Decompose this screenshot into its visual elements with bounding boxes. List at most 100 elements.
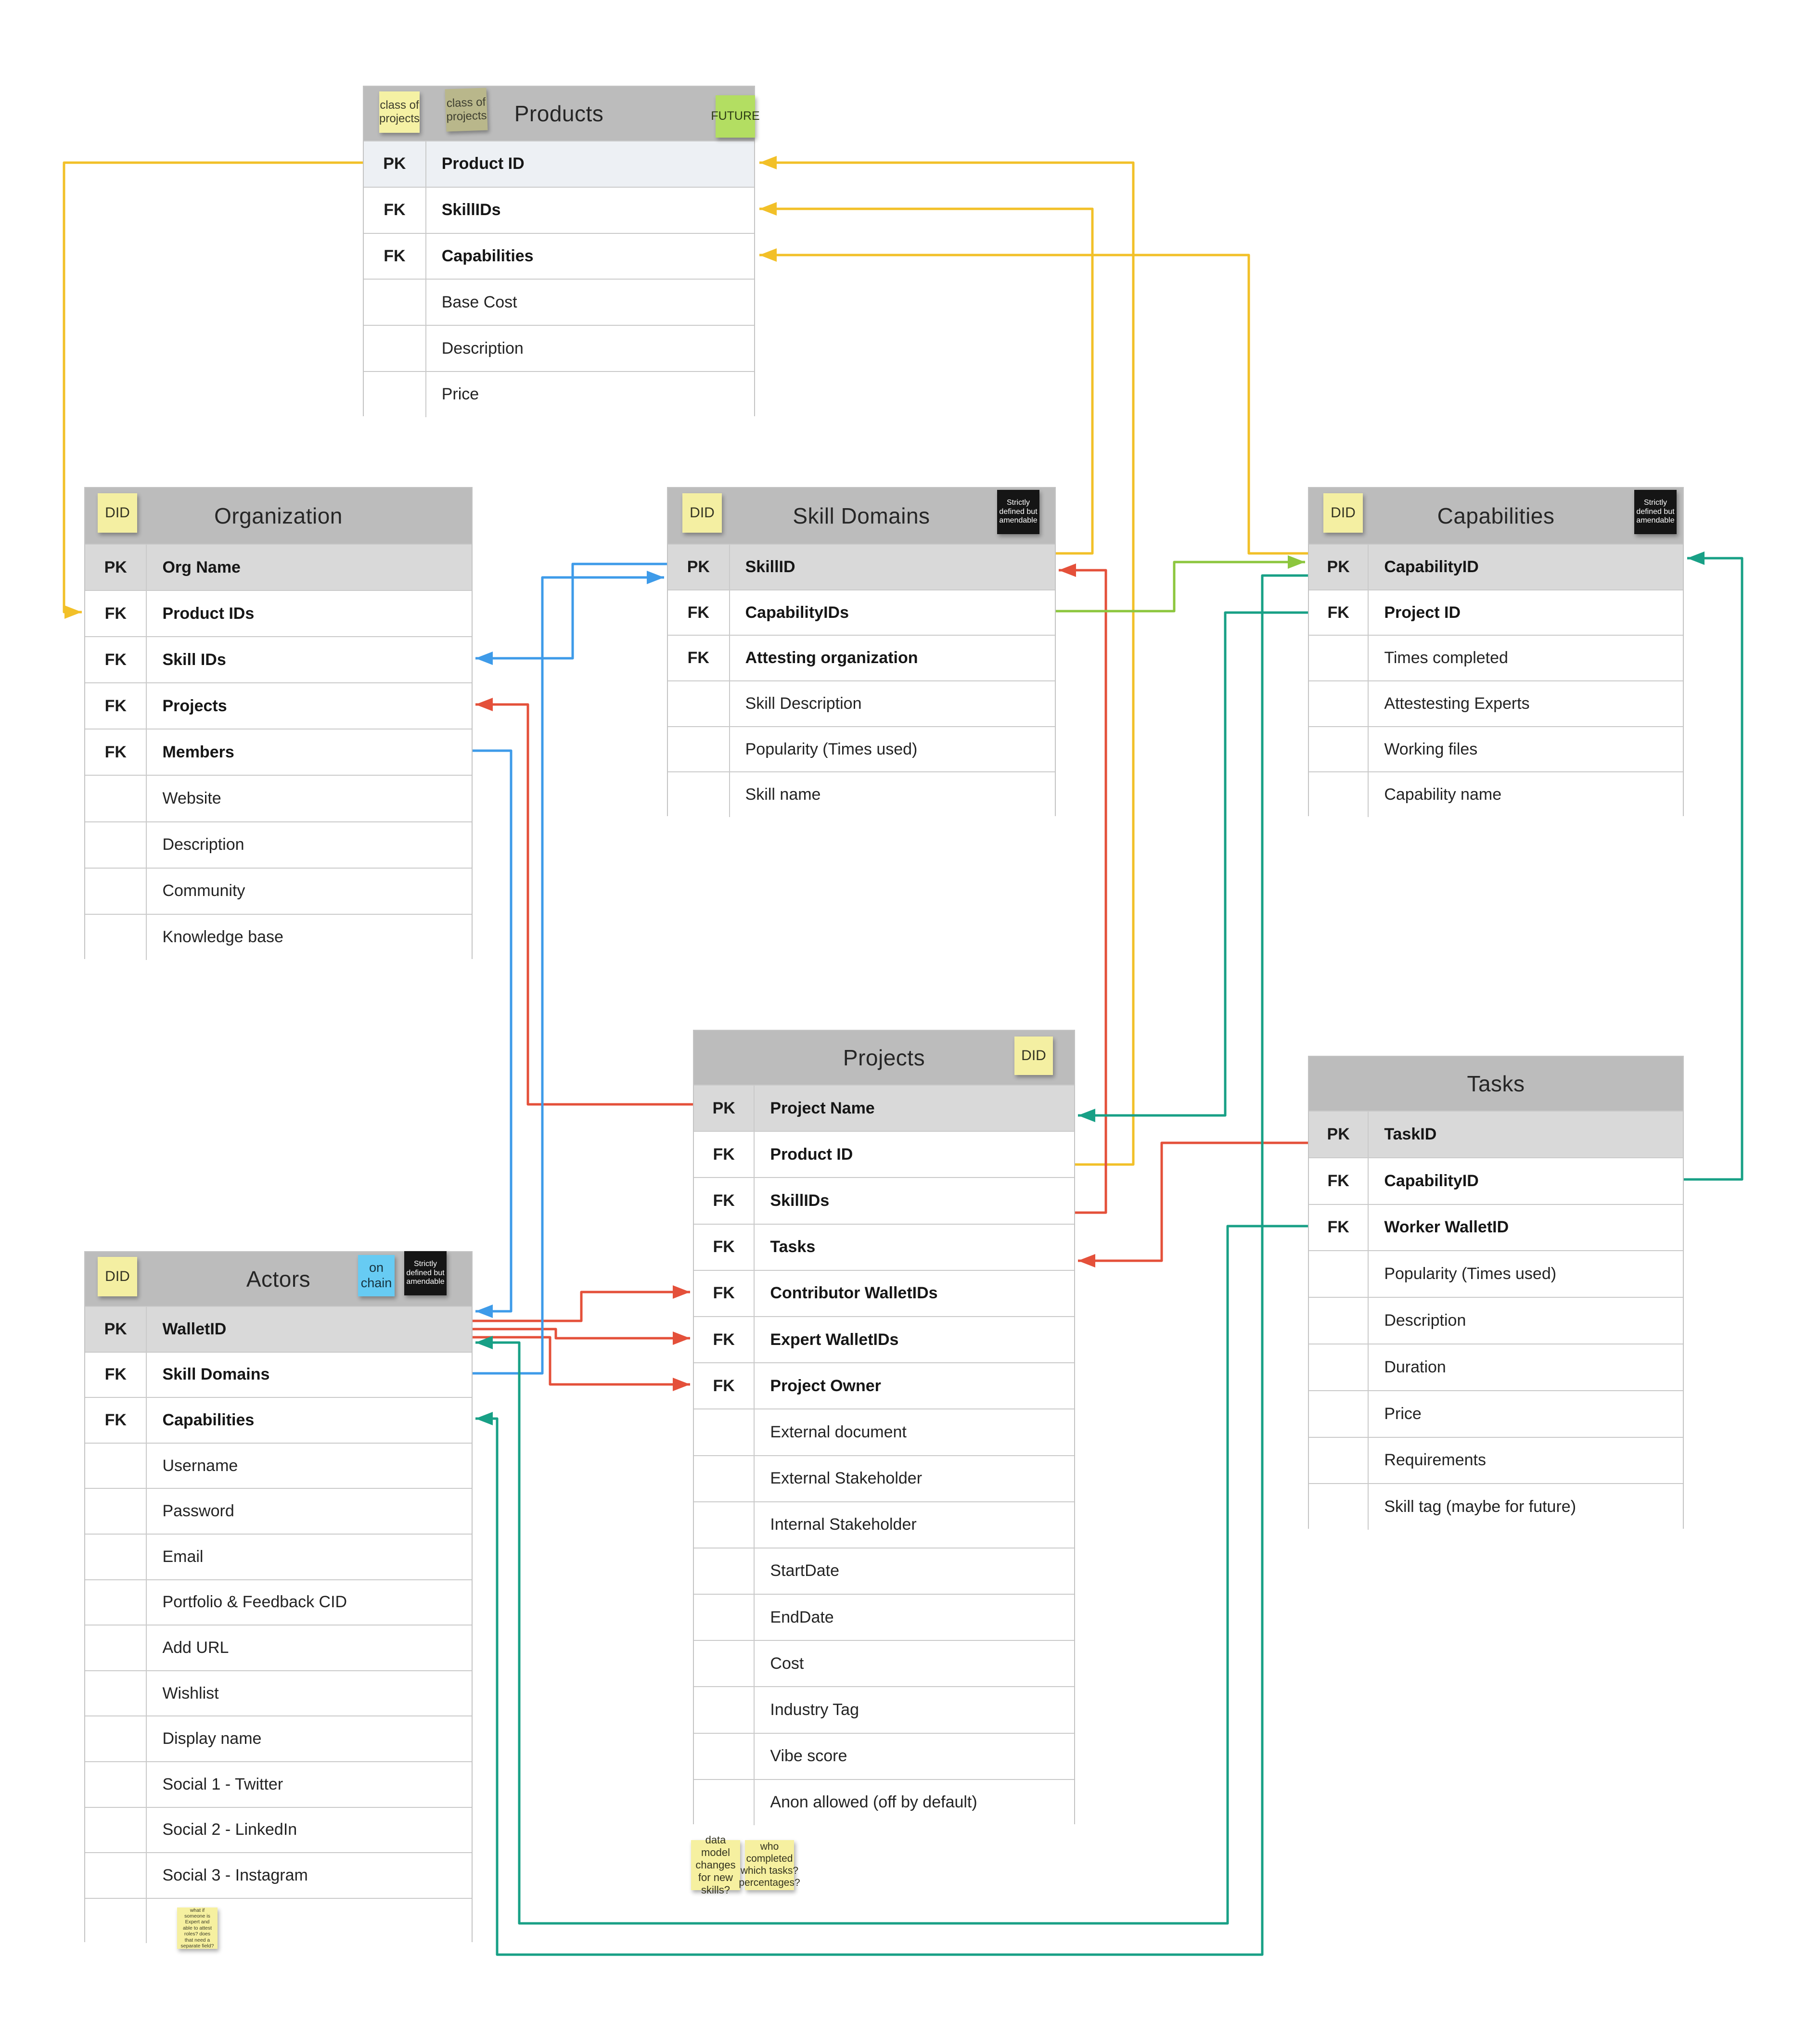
field-label: Password — [162, 1502, 234, 1521]
table-row-actors-6: Portfolio & Feedback CID — [85, 1579, 472, 1625]
field-label: Skill Domains — [162, 1365, 270, 1384]
connector-arrowhead — [64, 605, 82, 619]
key-cell — [85, 1898, 147, 1944]
connector-line-tasks-taskid-to-projects-tasks — [1078, 1141, 1308, 1262]
sticky-note-skill-domains-strictly[interactable]: Strictly defined but amendable — [997, 490, 1039, 534]
key-cell — [694, 1779, 755, 1825]
key-cell — [668, 772, 730, 818]
sticky-note-products-class-of-projects-2[interactable]: class of projects — [445, 88, 488, 132]
key-cell — [364, 280, 426, 325]
key-cell — [85, 868, 147, 914]
sticky-note-actors-strictly[interactable]: Strictly defined but amendable — [404, 1251, 447, 1295]
connector-line-actors-skilldomains-to-skilldomains-skillid — [473, 576, 664, 1375]
sticky-note-products-class-of-projects-1[interactable]: class of projects — [379, 91, 420, 133]
key-cell: PK — [668, 545, 730, 589]
sticky-note-actors-on-chain[interactable]: on chain — [358, 1255, 395, 1296]
field-label: Project Name — [770, 1099, 875, 1117]
key-cell — [85, 914, 147, 960]
key-cell — [1309, 1298, 1369, 1344]
field-label: Website — [162, 789, 221, 808]
connector-line-actors-walletid-to-projects-contributorwalletids — [473, 1291, 690, 1322]
sticky-note-products-future[interactable]: FUTURE — [711, 95, 760, 138]
field-label: CapabilityID — [1384, 557, 1479, 576]
field-label: Popularity (Times used) — [745, 740, 918, 758]
field-label: Requirements — [1384, 1451, 1486, 1470]
table-row-projects-14: Vibe score — [694, 1732, 1074, 1779]
field-label: Product ID — [770, 1145, 853, 1164]
table-row-projects-12: Cost — [694, 1640, 1074, 1687]
field-label: Add URL — [162, 1638, 229, 1657]
key-cell: FK — [1309, 590, 1369, 635]
connector-arrowhead — [475, 1412, 493, 1425]
sticky-note-actors-expert-question[interactable]: what if someone is Expert and able to at… — [177, 1907, 218, 1949]
sticky-note-organization-did[interactable]: DID — [98, 493, 137, 533]
key-cell — [668, 727, 730, 772]
key-cell: PK — [85, 545, 147, 590]
sticky-note-skill-domains-did[interactable]: DID — [682, 493, 722, 533]
key-cell: FK — [1309, 1204, 1369, 1251]
table-title: Tasks — [1467, 1071, 1525, 1096]
sticky-note-projects-did[interactable]: DID — [1014, 1037, 1053, 1075]
table-title: Projects — [843, 1045, 925, 1070]
key-cell: FK — [85, 637, 147, 683]
connector-arrowhead — [647, 571, 664, 584]
field-label: CapabilityID — [1384, 1171, 1479, 1190]
table-header: Tasks — [1309, 1057, 1683, 1111]
table-row-products-5: Price — [364, 371, 754, 417]
field-label: Duration — [1384, 1357, 1446, 1376]
table-row-actors-9: Display name — [85, 1715, 472, 1761]
table-title: Skill Domains — [793, 503, 930, 528]
key-cell: FK — [85, 683, 147, 729]
table-row-organization-8: Knowledge base — [85, 913, 472, 960]
key-cell: FK — [694, 1363, 755, 1409]
sticky-note-actors-did[interactable]: DID — [98, 1257, 137, 1296]
field-label: Social 1 - Twitter — [162, 1775, 283, 1793]
table-row-capabilities-2: Times completed — [1309, 635, 1683, 681]
connector-arrowhead — [1687, 551, 1705, 565]
table-row-products-2: FK Capabilities — [364, 232, 754, 279]
table-row-skill-domains-3: Skill Description — [668, 680, 1055, 726]
sticky-note-capabilities-strictly[interactable]: Strictly defined but amendable — [1634, 490, 1677, 534]
connector-line-organization-members-to-actors-walletid — [473, 749, 513, 1313]
key-cell — [85, 1853, 147, 1898]
table-row-projects-10: StartDate — [694, 1547, 1074, 1594]
field-label: Members — [162, 742, 234, 761]
connector-arrowhead — [759, 156, 777, 169]
sticky-note-note-who-completed[interactable]: who completed which tasks? percentages? — [739, 1840, 800, 1890]
key-cell — [85, 776, 147, 821]
table-row-projects-13: Industry Tag — [694, 1686, 1074, 1733]
key-cell — [85, 1443, 147, 1488]
sticky-note-capabilities-did[interactable]: DID — [1323, 493, 1363, 533]
key-cell — [364, 326, 426, 371]
connector-arrowhead — [759, 248, 777, 262]
table-row-projects-9: Internal Stakeholder — [694, 1501, 1074, 1548]
field-label: Social 2 - LinkedIn — [162, 1820, 297, 1839]
sticky-note-note-data-model[interactable]: data model changes for new skills? — [691, 1834, 740, 1896]
field-label: Capabilities — [441, 246, 534, 265]
key-cell: PK — [1309, 1112, 1369, 1157]
table-title: Capabilities — [1437, 503, 1555, 528]
field-label: Internal Stakeholder — [770, 1515, 917, 1534]
key-cell — [668, 681, 730, 726]
key-cell — [1309, 1437, 1369, 1484]
key-cell: FK — [364, 233, 426, 279]
key-cell — [85, 1807, 147, 1853]
key-cell: FK — [694, 1317, 755, 1363]
